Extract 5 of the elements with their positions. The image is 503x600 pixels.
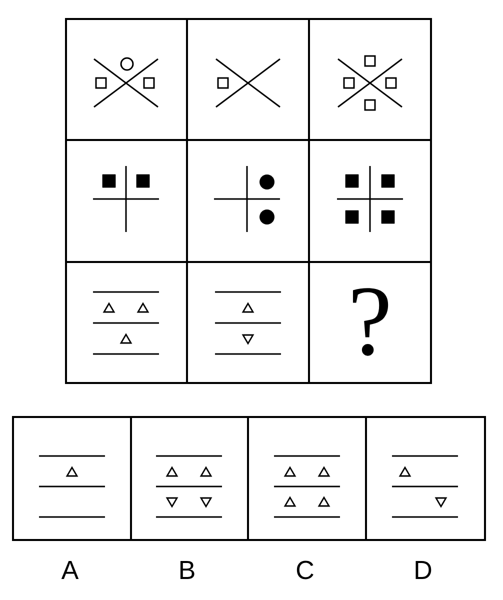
option-letter: C xyxy=(296,560,314,580)
option-letter: D xyxy=(416,561,432,579)
question-mark: ? xyxy=(352,288,388,356)
option-letter: B xyxy=(180,561,194,579)
option-letter: A xyxy=(61,561,79,579)
